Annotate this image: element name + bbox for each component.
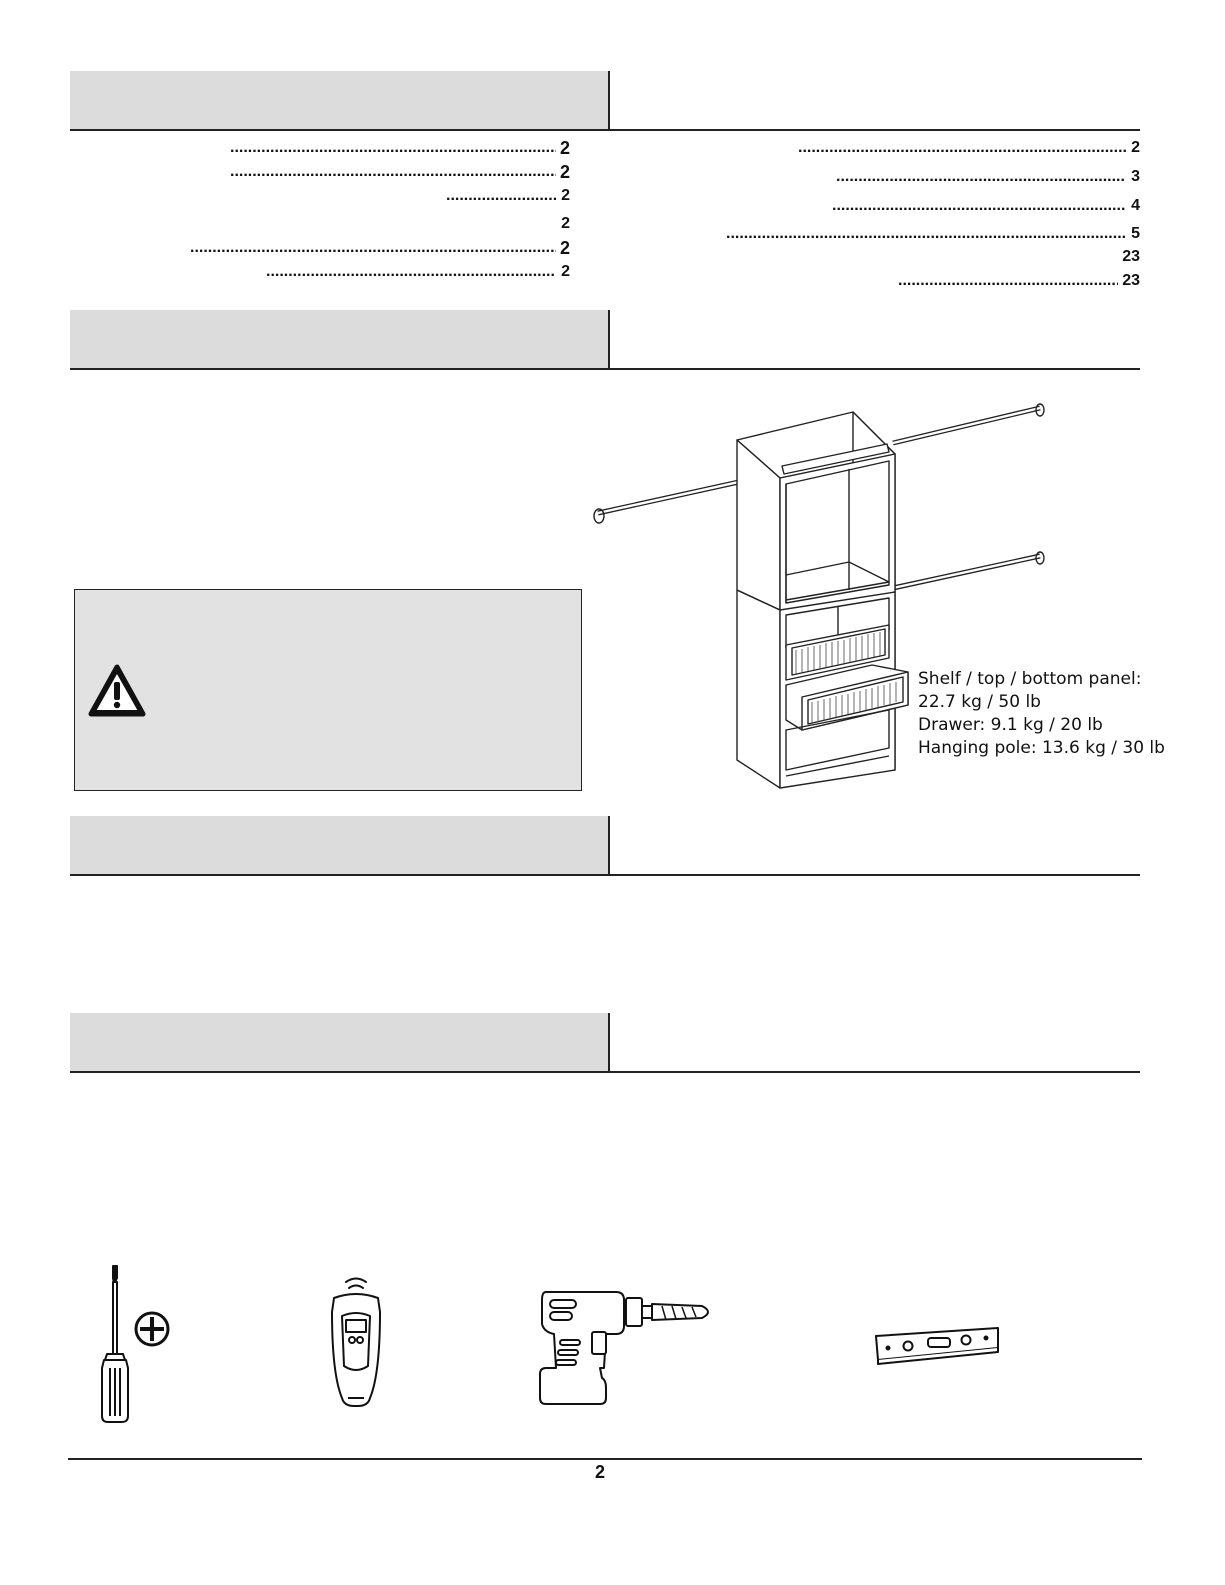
toc-page-number: 3 [1131, 168, 1140, 185]
weight-capacity-text: Shelf / top / bottom panel: 22.7 kg / 50… [918, 668, 1165, 760]
toc-entry[interactable]: ........................................… [798, 137, 1140, 159]
toc-entry[interactable]: ........................................… [446, 185, 570, 207]
toc-entry[interactable]: ........................................… [190, 238, 570, 258]
toc-page-number: 2 [559, 162, 570, 182]
toc-entry[interactable]: ........................................… [836, 166, 1140, 188]
section-header-safety [70, 310, 1140, 370]
level-icon [875, 1327, 999, 1365]
section-header-band [70, 816, 610, 874]
toc-entry[interactable]: ........................................… [832, 195, 1140, 217]
closet-unit-illustration [593, 403, 1045, 789]
toc-entry[interactable]: ........................................… [726, 223, 1140, 245]
section-header-band [70, 310, 610, 368]
weight-line-panel-label: Shelf / top / bottom panel: [918, 669, 1142, 689]
section-rule [70, 874, 1140, 876]
toc-page-number: 2 [559, 238, 570, 258]
toc-page-number: 2 [561, 263, 570, 280]
toc-page-number: 2 [561, 187, 570, 204]
section-rule [70, 129, 1140, 131]
section-header-tools [70, 1013, 1140, 1073]
warning-icon [88, 664, 146, 717]
toc-page-number: 2 [559, 138, 570, 158]
stud-finder-icon [331, 1277, 381, 1407]
section-header-band [70, 1013, 610, 1071]
page-number: 2 [595, 1462, 606, 1482]
toc-entry[interactable]: ........................................… [898, 270, 1140, 292]
footer-rule [68, 1458, 1142, 1460]
toc-page-number: 2 [561, 215, 570, 232]
toc-page-number: 5 [1131, 225, 1140, 242]
phillips-icon [134, 1311, 170, 1347]
warning-box [74, 589, 582, 791]
toc-entry[interactable]: ........................................… [230, 162, 570, 182]
section-header-band [70, 71, 610, 129]
section-rule [70, 368, 1140, 370]
weight-line-pole: Hanging pole: 13.6 kg / 30 lb [918, 738, 1165, 758]
section-header-3 [70, 816, 1140, 876]
section-rule [70, 1071, 1140, 1073]
toc-page-number: 23 [1122, 272, 1140, 289]
toc-entry[interactable]: ........................................… [230, 138, 570, 158]
toc-entry[interactable]: 2 [540, 213, 570, 235]
weight-line-drawer: Drawer: 9.1 kg / 20 lb [918, 715, 1103, 735]
toc-page-number: 4 [1131, 197, 1140, 214]
toc-entry[interactable]: ........................................… [266, 261, 570, 283]
weight-line-panel-value: 22.7 kg / 50 lb [918, 692, 1041, 712]
drill-icon [539, 1291, 709, 1405]
screwdriver-icon [101, 1265, 129, 1423]
toc-page-number: 2 [1131, 139, 1140, 156]
toc-page-number: 23 [1122, 248, 1140, 265]
section-header-toc [70, 71, 1140, 131]
toc-entry[interactable]: 23 [1100, 246, 1140, 268]
